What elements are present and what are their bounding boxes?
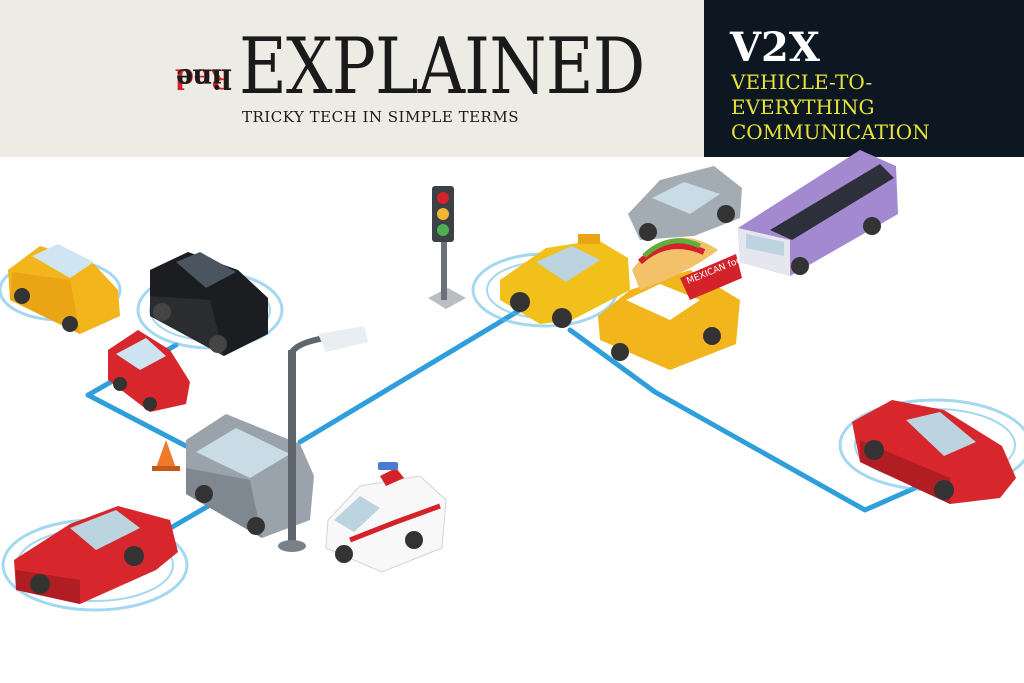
traffic-cone-icon xyxy=(152,440,180,471)
street-lamp-icon xyxy=(278,326,368,552)
green-light-icon xyxy=(437,224,449,236)
tagline: TRICKY TECH IN SIMPLE TERMS xyxy=(242,108,519,126)
ambulance-icon xyxy=(325,462,447,573)
red-sedan-left-icon xyxy=(14,506,178,604)
yellow-car-icon xyxy=(8,244,120,334)
amber-light-icon xyxy=(437,208,449,220)
topic-subtitle-line1: VEHICLE-TO- xyxy=(731,70,873,94)
red-sedan-right-icon xyxy=(852,400,1016,504)
topic-subtitle-line2: EVERYTHING xyxy=(731,95,875,119)
topic-subtitle: VEHICLE-TO- EVERYTHING COMMUNICATION xyxy=(731,70,930,145)
purple-bus-icon xyxy=(738,150,898,276)
red-hatchback-icon xyxy=(108,330,190,412)
topic-title: V2X xyxy=(730,24,820,71)
topic-panel: V2X VEHICLE-TO- EVERYTHING COMMUNICATION xyxy=(704,0,1024,157)
traffic-light xyxy=(428,186,466,309)
taxi-icon xyxy=(500,234,630,328)
topic-subtitle-line3: COMMUNICATION xyxy=(731,120,930,144)
red-light-icon xyxy=(437,192,449,204)
page-title: EXPLAINED xyxy=(239,22,645,112)
grey-car-icon xyxy=(628,166,742,241)
black-suv-icon xyxy=(150,252,268,356)
food-truck-icon: MEXICAN food xyxy=(598,237,749,370)
grey-van-icon xyxy=(186,414,314,538)
